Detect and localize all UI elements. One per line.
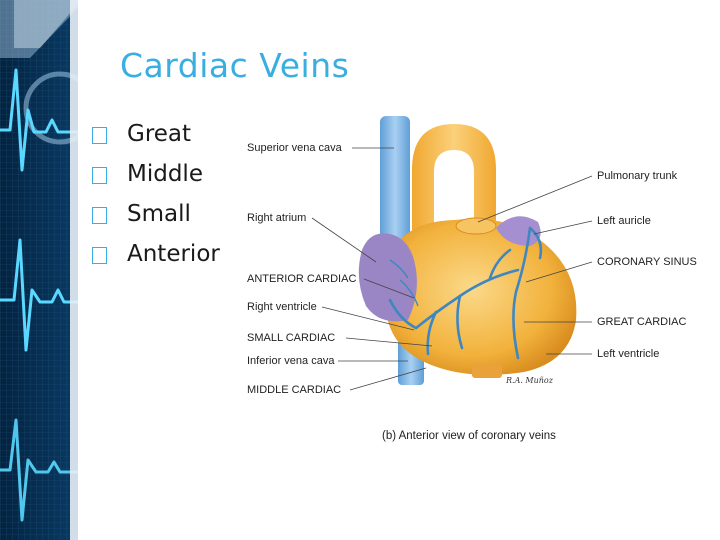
label-middle-cardiac: MIDDLE CARDIAC xyxy=(247,384,342,396)
bullet-list: Great Middle Small Anterior xyxy=(92,114,220,274)
label-left-auricle: Left auricle xyxy=(597,215,651,227)
figure-caption: (b) Anterior view of coronary veins xyxy=(382,430,556,442)
label-right-atrium: Right atrium xyxy=(247,212,307,224)
label-right-ventricle: Right ventricle xyxy=(247,301,317,313)
label-pulmonary-trunk: Pulmonary trunk xyxy=(597,170,678,182)
bullet-box-icon xyxy=(92,246,107,264)
bullet-text: Great xyxy=(127,121,192,147)
bullet-box-icon xyxy=(92,126,107,144)
label-superior-vena-cava: Superior vena cava xyxy=(247,142,342,154)
label-left-ventricle: Left ventricle xyxy=(597,348,660,360)
bullet-box-icon xyxy=(92,206,107,224)
slide-title: Cardiac Veins xyxy=(120,46,350,85)
label-inferior-vena-cava: Inferior vena cava xyxy=(247,355,335,367)
label-anterior-cardiac: ANTERIOR CARDIAC xyxy=(247,273,357,285)
bullet-item: Anterior xyxy=(92,234,220,274)
bullet-text: Middle xyxy=(127,161,203,187)
bullet-item: Small xyxy=(92,194,220,234)
bullet-item: Middle xyxy=(92,154,220,194)
label-coronary-sinus: CORONARY SINUS xyxy=(597,256,697,268)
label-small-cardiac: SMALL CARDIAC xyxy=(247,332,336,344)
bullet-item: Great xyxy=(92,114,220,154)
heart-anatomy-illustration xyxy=(311,116,593,391)
bullet-text: Small xyxy=(127,201,191,227)
artist-signature: R.A. Muñoz xyxy=(506,376,553,385)
bullet-box-icon xyxy=(92,166,107,184)
bullet-text: Anterior xyxy=(127,241,220,267)
side-decoration-panel xyxy=(0,0,78,540)
label-great-cardiac: GREAT CARDIAC xyxy=(597,316,687,328)
ecg-pulse-graphic xyxy=(0,0,78,540)
heart-illustration-figure: Superior vena cava Right atrium ANTERIOR… xyxy=(240,110,700,450)
